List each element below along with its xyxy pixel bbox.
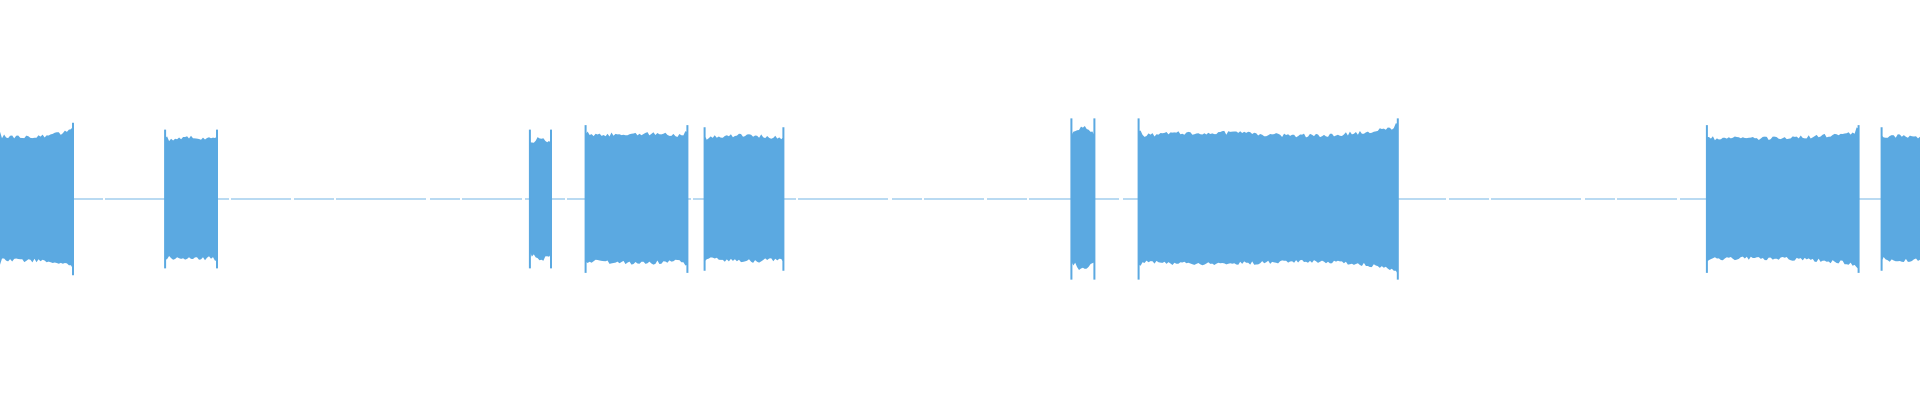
waveform-segment <box>1071 126 1095 270</box>
waveform-segment <box>1706 127 1859 270</box>
waveform-segment <box>529 137 551 261</box>
waveform-segment <box>704 133 784 263</box>
waveform-segment <box>1881 134 1920 263</box>
waveform-segment <box>165 135 217 261</box>
waveform-segment <box>0 126 73 269</box>
waveform-segments <box>0 118 1920 280</box>
waveform-segment <box>585 131 688 266</box>
waveform-segment <box>1138 123 1398 274</box>
